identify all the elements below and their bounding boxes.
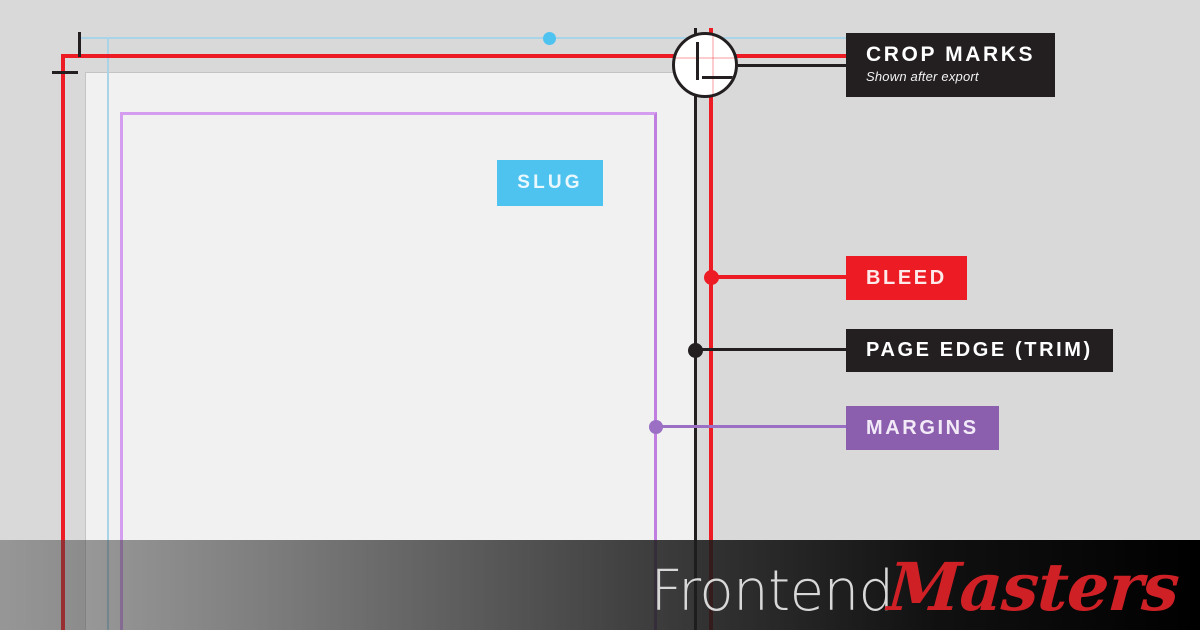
margins-leader-line xyxy=(656,425,852,428)
callout-page-edge-chip: PAGE EDGE (TRIM) xyxy=(846,329,1113,372)
callout-margins-chip: MARGINS xyxy=(846,406,999,450)
slug-guide-top xyxy=(80,37,870,39)
crop-marks-ghost-bleed-vertical xyxy=(712,35,714,95)
callout-crop-marks: CROP MARKS Shown after export xyxy=(738,33,1056,97)
callout-page-edge-title: PAGE EDGE (TRIM) xyxy=(866,339,1093,361)
margins-anchor-dot xyxy=(649,420,663,434)
trim-leader-line xyxy=(696,348,851,351)
slug-guide-left xyxy=(107,37,109,630)
slug-anchor-dot xyxy=(543,32,556,45)
brand-name-masters: Masters xyxy=(884,548,1181,626)
crop-marks-ghost-bleed-horizontal xyxy=(675,57,735,59)
callout-crop-marks-title: CROP MARKS xyxy=(866,42,1036,66)
callout-crop-marks-subtitle: Shown after export xyxy=(866,69,979,85)
callout-bleed-title: BLEED xyxy=(866,266,947,289)
bleed-guide-top xyxy=(61,54,851,58)
brand-name-frontend: Frontend xyxy=(650,559,894,624)
brand-logo: Frontend Masters xyxy=(650,548,1181,626)
callout-margins-title: MARGINS xyxy=(866,416,979,439)
callout-bleed-chip: BLEED xyxy=(846,256,967,300)
callout-bleed: BLEED xyxy=(846,256,967,300)
bleed-guide-right xyxy=(709,28,713,630)
crop-mark-tick-horizontal xyxy=(52,71,78,74)
bleed-guide-left xyxy=(61,54,65,630)
callout-crop-marks-leader xyxy=(738,63,846,67)
trim-guide-right xyxy=(694,28,697,630)
callout-page-edge: PAGE EDGE (TRIM) xyxy=(846,329,1113,372)
brand-band xyxy=(0,540,1200,630)
crop-mark-glyph-vertical xyxy=(696,42,699,80)
callout-margins: MARGINS xyxy=(846,406,999,450)
margins-guide-box xyxy=(120,112,657,630)
bleed-anchor-dot xyxy=(704,270,719,285)
slug-label-chip: SLUG xyxy=(497,160,603,206)
slug-label-text: SLUG xyxy=(517,172,583,193)
crop-mark-glyph-horizontal xyxy=(702,76,733,79)
crop-marks-magnifier-circle xyxy=(672,32,738,98)
bleed-leader-line xyxy=(711,275,851,279)
callout-crop-marks-chip: CROP MARKS Shown after export xyxy=(846,33,1056,97)
trim-anchor-dot xyxy=(688,343,703,358)
crop-mark-tick-vertical xyxy=(78,32,81,57)
